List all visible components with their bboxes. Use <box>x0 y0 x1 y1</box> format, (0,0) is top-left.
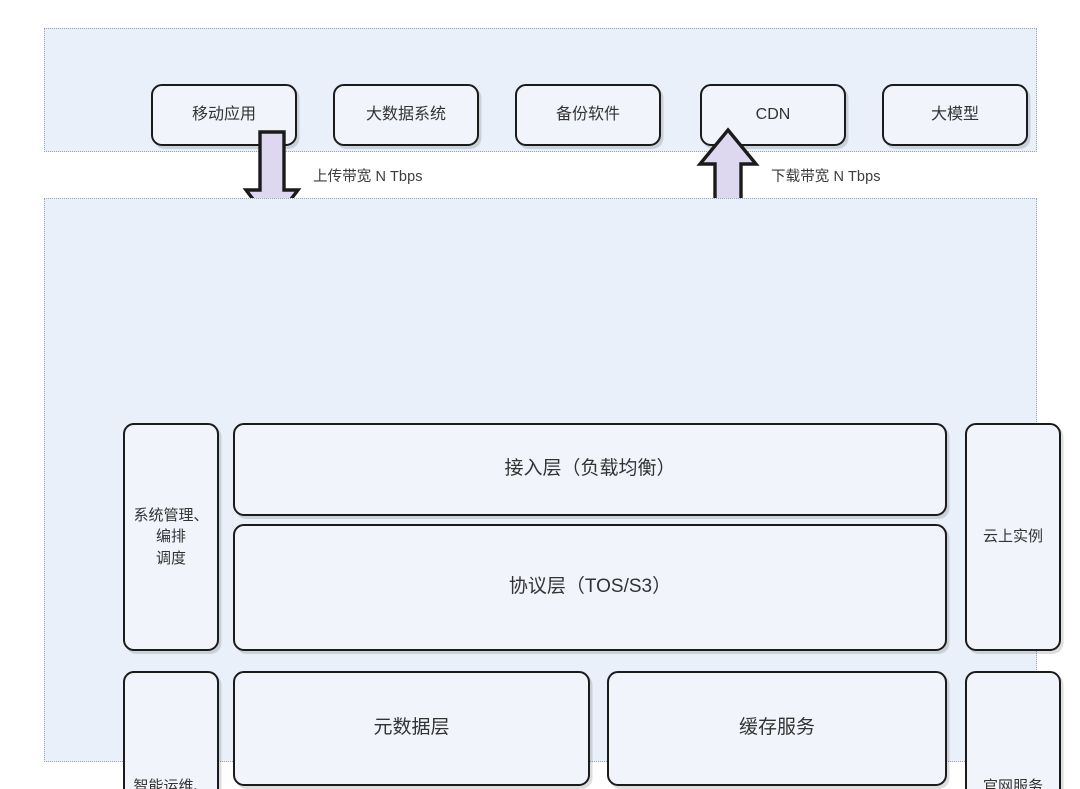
platform-node-intelligent-ops[interactable]: 智能运维、监控 告警 <box>123 671 219 789</box>
flow-label-download-bandwidth: 下载带宽 N Tbps <box>771 169 881 185</box>
platform-node-access-layer[interactable]: 接入层（负载均衡） <box>233 423 947 516</box>
storage-platform-group: 系统管理、编排 调度 智能运维、监控 告警 接入层（负载均衡） 协议层（TOS/… <box>44 198 1061 789</box>
client-applications-group: 移动应用 大数据系统 备份软件 CDN 大模型 <box>44 28 1037 152</box>
platform-node-cache-service[interactable]: 缓存服务 <box>607 671 947 786</box>
client-node-large-model[interactable]: 大模型 <box>882 84 1028 146</box>
client-node-mobile-app[interactable]: 移动应用 <box>151 84 297 146</box>
platform-node-protocol-layer[interactable]: 协议层（TOS/S3） <box>233 524 947 651</box>
platform-node-system-management[interactable]: 系统管理、编排 调度 <box>123 423 219 651</box>
client-node-backup-software[interactable]: 备份软件 <box>515 84 661 146</box>
client-node-big-data[interactable]: 大数据系统 <box>333 84 479 146</box>
platform-node-cloud-instance[interactable]: 云上实例 <box>965 423 1061 651</box>
flow-label-upload-bandwidth: 上传带宽 N Tbps <box>313 169 423 185</box>
platform-node-metadata-layer[interactable]: 元数据层 <box>233 671 590 786</box>
platform-node-portal-service[interactable]: 官网服务 （IAM、 KMS） <box>965 671 1061 789</box>
